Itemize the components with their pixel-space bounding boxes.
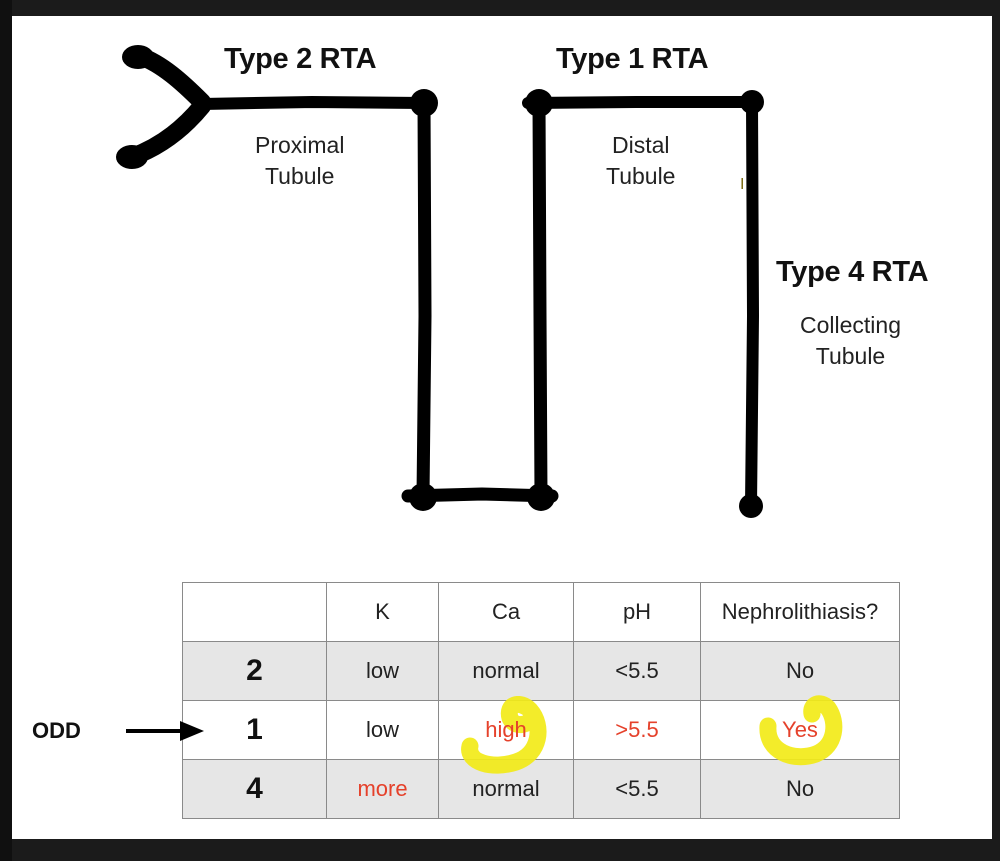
table-row: 4 more normal <5.5 No (182, 759, 900, 819)
row-type: 4 (182, 759, 327, 819)
row-k: low (326, 700, 439, 760)
table-header-row: K Ca pH Nephrolithiasis? (182, 582, 900, 642)
row-ph: <5.5 (573, 759, 701, 819)
row-ca: normal (438, 641, 574, 701)
header-cell-nephrolithiasis: Nephrolithiasis? (700, 582, 900, 642)
row-k: low (326, 641, 439, 701)
odd-label: ODD (32, 718, 81, 743)
header-cell-k: K (326, 582, 439, 642)
row-ca-text: high (485, 717, 527, 742)
row-ph: >5.5 (573, 700, 701, 760)
distal-tubule-label: Distal Tubule (606, 132, 676, 189)
slide: Type 2 RTA Proximal Tubule Type 1 RTA Di… (12, 16, 992, 839)
collecting-tubule-label: Collecting Tubule (800, 312, 901, 369)
window-frame (0, 0, 12, 861)
proximal-tubule-line (196, 96, 430, 110)
collecting-duct-line (745, 96, 759, 512)
ascending-limb-line (532, 96, 548, 503)
proximal-tubule-label: Proximal Tubule (255, 132, 345, 189)
row-type: 1 (182, 700, 327, 760)
distal-tubule-line (522, 96, 758, 109)
header-cell-ca: Ca (438, 582, 574, 642)
row-stones: No (700, 641, 900, 701)
header-cell-ph: pH (573, 582, 701, 642)
highlighter-mark-yes (759, 695, 843, 766)
highlighter-mark-ca (461, 696, 547, 774)
row-type: 2 (182, 641, 327, 701)
table-row: 1 low high >5.5 Yes (182, 700, 900, 760)
row-stones-text: Yes (782, 717, 818, 742)
row-stones: No (700, 759, 900, 819)
row-k: more (326, 759, 439, 819)
arrow-right-icon (126, 721, 204, 741)
descending-limb-line (416, 96, 432, 503)
text-cursor-icon: I (740, 176, 745, 193)
header-cell-empty (182, 582, 327, 642)
rta-comparison-table: K Ca pH Nephrolithiasis? 2 low normal <5… (182, 582, 900, 819)
type1-rta-title: Type 1 RTA (556, 43, 709, 75)
row-ph: <5.5 (573, 641, 701, 701)
table-row: 2 low normal <5.5 No (182, 641, 900, 701)
nephron-diagram (116, 45, 764, 518)
type4-rta-title: Type 4 RTA (776, 256, 929, 288)
type2-rta-title: Type 2 RTA (224, 43, 377, 75)
